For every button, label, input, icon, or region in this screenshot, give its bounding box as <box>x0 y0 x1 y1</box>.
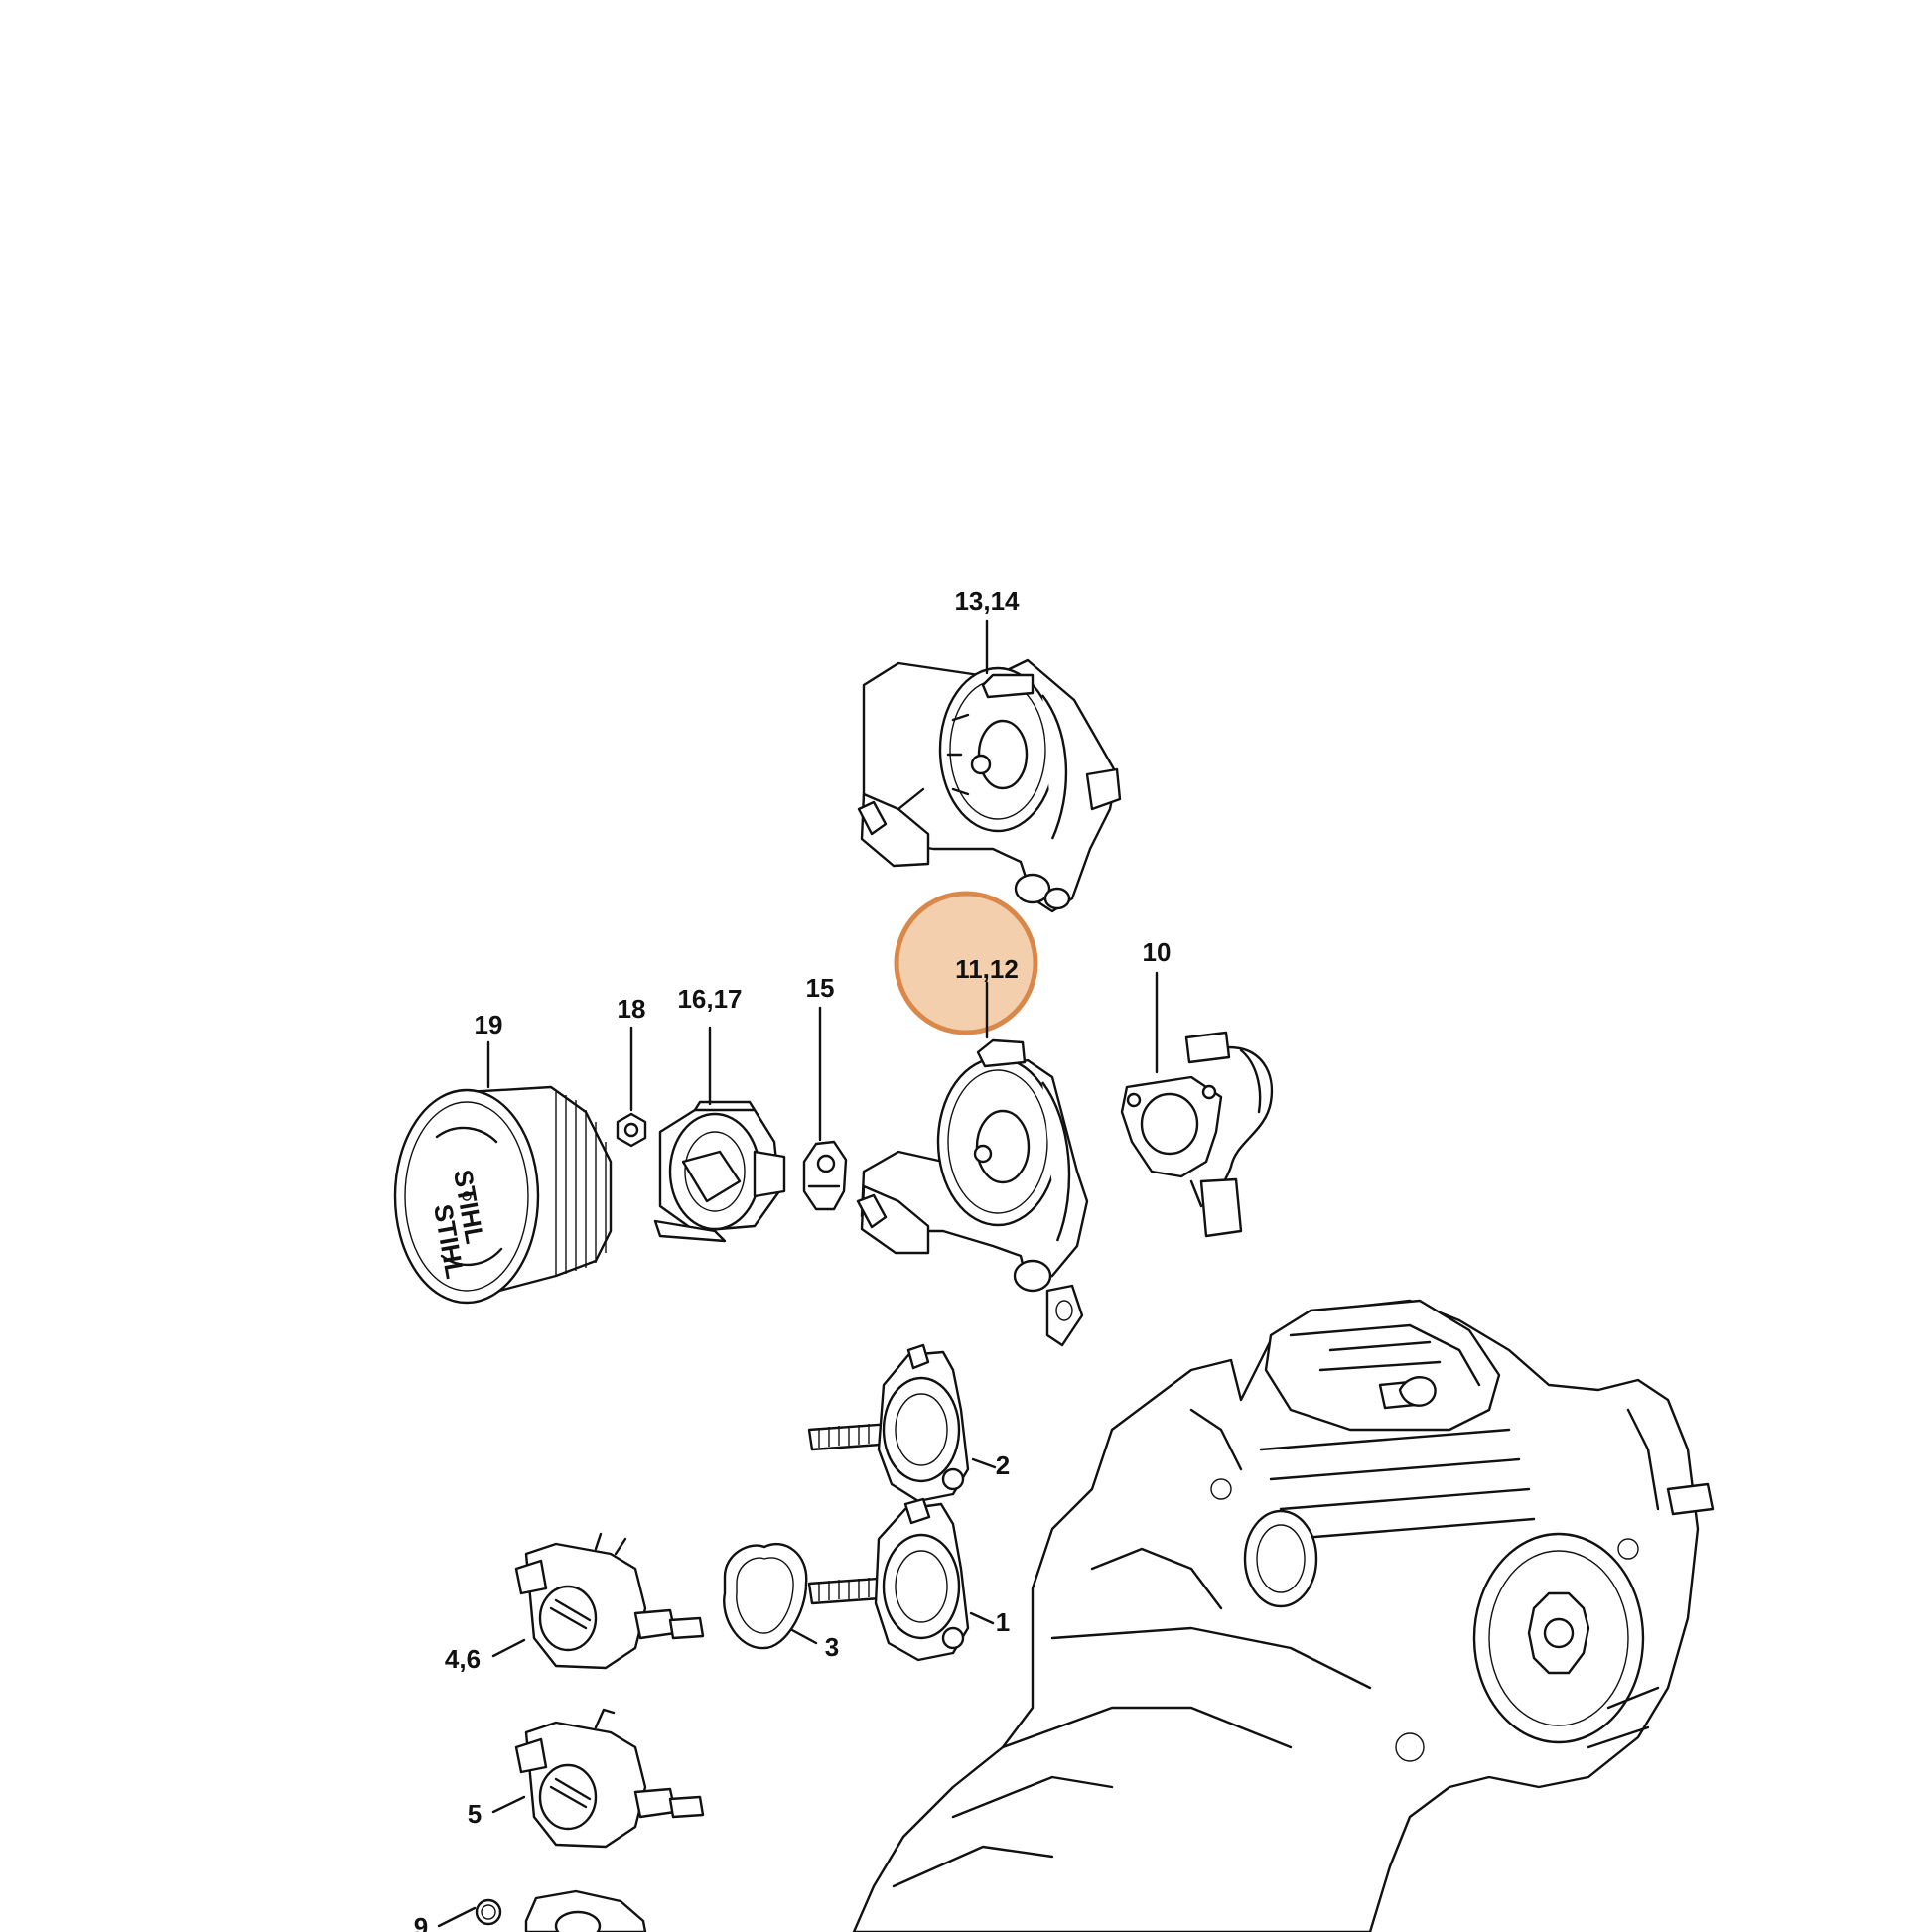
part-11-12-carburetor-adapter[interactable] <box>856 1038 1089 1347</box>
part-13-14-carburetor-adapter[interactable] <box>857 658 1122 913</box>
label-9[interactable]: 9 <box>414 1912 428 1932</box>
part-labels: 13,14 11,12 10 19 18 16,17 15 2 1 3 4,6 … <box>414 586 1172 1932</box>
label-5[interactable]: 5 <box>468 1799 482 1829</box>
part-2-intake-flange[interactable] <box>807 1343 970 1503</box>
label-15[interactable]: 15 <box>806 973 835 1003</box>
label-19[interactable]: 19 <box>475 1010 503 1039</box>
label-2[interactable]: 2 <box>996 1450 1010 1480</box>
label-18[interactable]: 18 <box>618 994 646 1024</box>
label-11-12[interactable]: 11,12 <box>955 954 1019 984</box>
label-16-17[interactable]: 16,17 <box>677 984 742 1014</box>
part-9-carburetor[interactable] <box>475 1889 647 1932</box>
part-18-nut[interactable] <box>616 1112 647 1148</box>
label-4-6[interactable]: 4,6 <box>445 1644 481 1674</box>
label-1[interactable]: 1 <box>996 1607 1010 1637</box>
part-1-intake-flange[interactable] <box>807 1497 970 1662</box>
part-3-gasket[interactable] <box>723 1542 808 1650</box>
part-5-carburetor[interactable] <box>514 1708 705 1849</box>
highlight-marker <box>894 891 1038 1035</box>
chainsaw-housing <box>852 1299 1715 1932</box>
label-10[interactable]: 10 <box>1143 937 1172 967</box>
part-4-6-carburetor[interactable] <box>514 1532 705 1670</box>
part-10-ignition-wiring[interactable] <box>1120 1031 1274 1238</box>
part-16-17-filter-base[interactable] <box>653 1100 786 1243</box>
leader-lines <box>437 619 1159 1928</box>
label-13-14[interactable]: 13,14 <box>954 586 1020 616</box>
part-19-air-filter[interactable]: STIHL STIHL <box>393 1085 613 1305</box>
label-3[interactable]: 3 <box>825 1632 839 1662</box>
part-15-bracket[interactable] <box>802 1140 848 1211</box>
